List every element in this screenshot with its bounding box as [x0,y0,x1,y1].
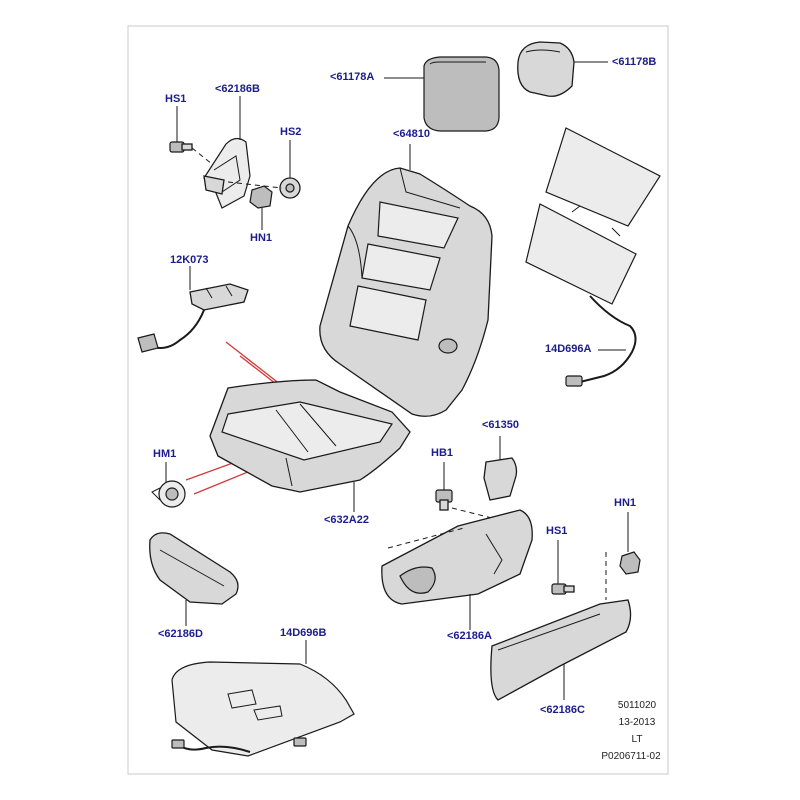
callout-12K073: 12K073 [170,254,209,266]
callout-hn1-right: HN1 [614,497,637,509]
bolt-hb1 [435,462,501,521]
clip-hm1 [151,462,186,508]
trim-cover-61350 [483,436,518,501]
meta-code: 5011020 [617,700,657,711]
callout-61178B: <61178B [612,56,657,68]
callout-61350: <61350 [482,419,520,431]
headrest-cover-61178B [517,41,608,97]
screw-hs1-right [551,540,575,595]
callout-62186A: <62186A [447,630,492,642]
callout-14D696B: 14D696B [280,627,327,639]
callout-632A22: <632A22 [324,514,369,526]
meta-date: 13-2013 [618,717,656,728]
callout-hb1: HB1 [431,447,454,459]
meta-reference: P0206711-02 [601,751,661,762]
nut-hn1-top [249,185,273,230]
callout-hn1-top: HN1 [250,232,273,244]
wiring-harness-12K073 [137,266,249,353]
front-trim-62186D [149,532,239,626]
callout-hm1: HM1 [153,448,177,460]
callout-61178A: <61178A [330,71,375,83]
nut-hn1-right [605,512,641,600]
cushion-heater-14D696B [171,640,355,757]
seat-cushion-632A22 [209,379,411,512]
callout-hs1-right: HS1 [546,525,568,537]
callout-64810: <64810 [393,128,431,140]
meta-region: LT [631,734,643,745]
clip-hs2 [227,140,301,199]
lower-trim-62186C [490,599,632,701]
callout-62186B: <62186B [215,83,260,95]
callout-hs2: HS2 [280,126,302,138]
screw-hs1-top [169,106,213,165]
callout-14D696A: 14D696A [545,343,592,355]
trim-bracket-62186B [203,96,251,209]
callout-62186D: <62186D [158,628,203,640]
callout-62186C: <62186C [540,704,585,716]
side-trim-62186A [381,509,533,630]
headrest-61178A [384,56,500,132]
callout-hs1-top: HS1 [165,93,187,105]
backrest-heater-pads-14D696A [525,127,661,387]
seat-back-frame-64810 [319,144,493,417]
